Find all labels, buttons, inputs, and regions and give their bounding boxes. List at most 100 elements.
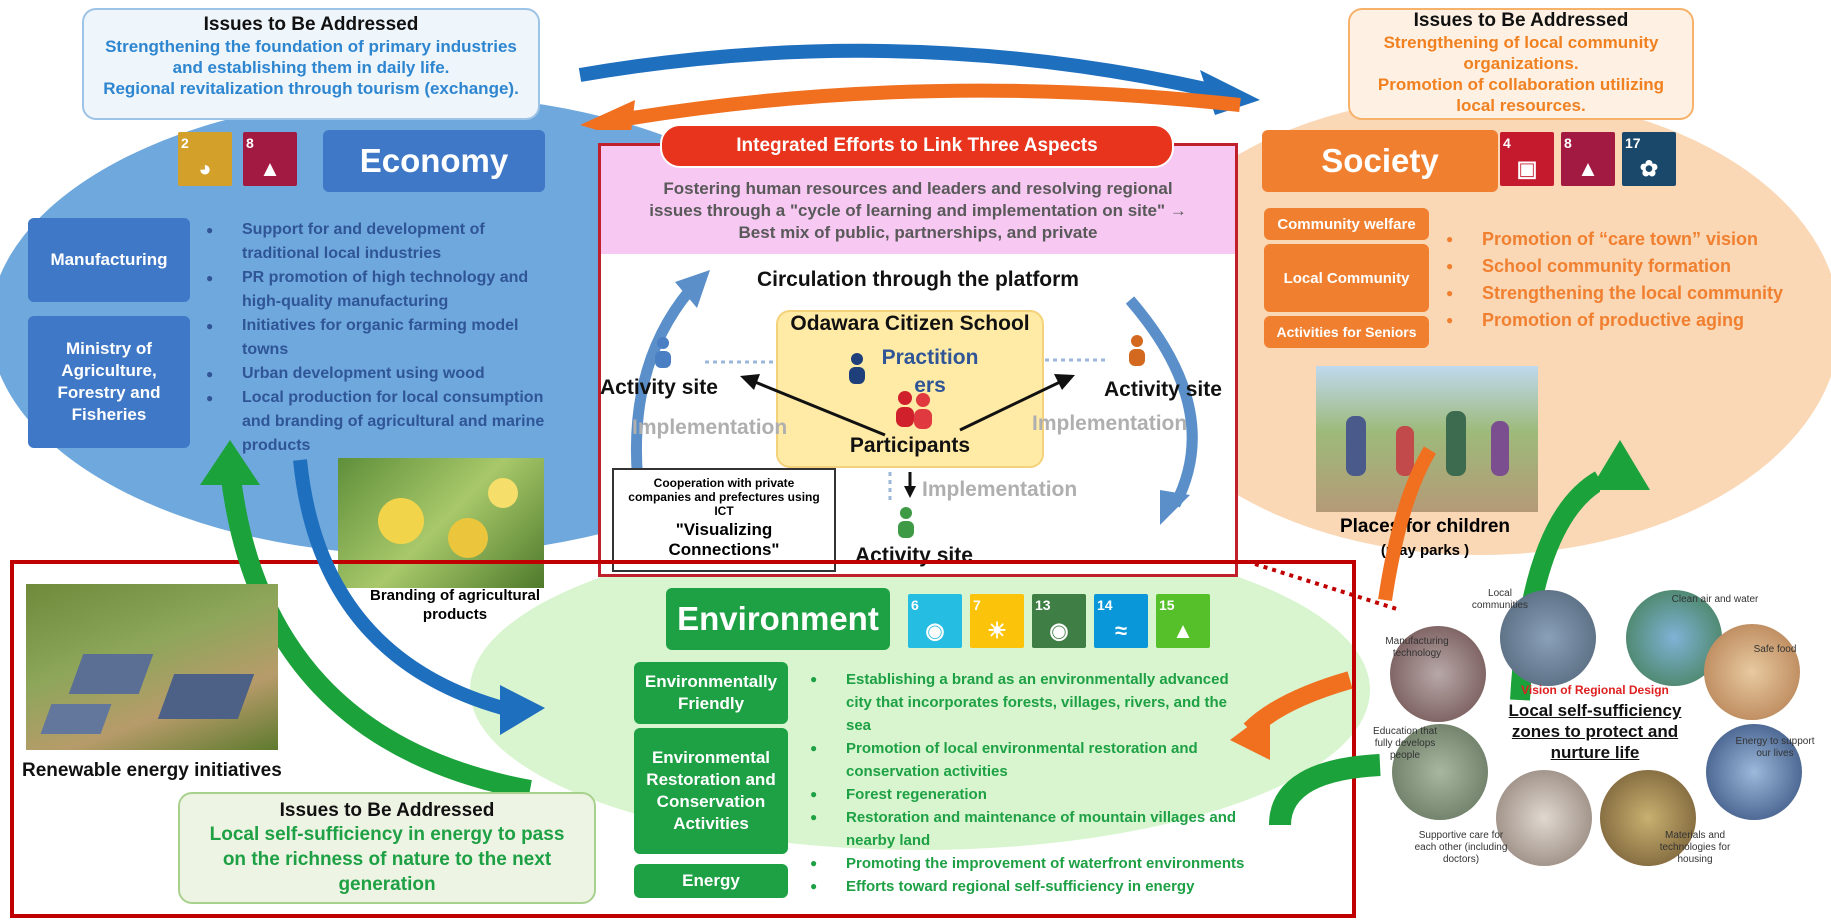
economy-issues-heading: Issues to Be Addressed [203,14,419,35]
economy-bullet-list: Support for and development oftraditiona… [206,218,596,458]
visualizing-connections: Connections" [668,540,780,559]
cooperation-text: Cooperation with private [653,476,795,490]
society-bullet: School community formation [1446,253,1826,280]
society-issue-line: Strengthening of local community [1383,33,1659,52]
sdg-6-clean-water-icon: 6◉ [908,594,962,648]
sdg-17-partnerships-icon: 17✿ [1622,132,1676,186]
category-manufacturing: Manufacturing [28,218,190,302]
society-bullet-list: Promotion of “care town” vision School c… [1446,226,1826,334]
center-description: Fostering human resources and leaders an… [649,179,1187,242]
citizen-school-title: Odawara Citizen School [790,312,1030,335]
safe-food-photo [1704,624,1800,720]
economy-title: Economy [323,130,545,192]
society-issue-line: local resources. [1456,96,1586,115]
environment-issue-line: on the richness of nature to the next [222,849,552,870]
citizen-school-box [776,310,1044,468]
children-play-photo [1316,366,1538,512]
education-photo [1392,724,1488,820]
society-issue-line: Promotion of collaboration utilizing [1377,75,1665,94]
category-agriculture-ministry: Ministry of Agriculture, Forestry and Fi… [28,316,190,448]
society-issues-box: Issues to Be Addressed Strengthening of … [1348,8,1694,120]
economy-bullet: Urban development using wood [206,362,596,386]
citrus-photo [338,458,544,588]
sdg-8-decent-work-icon: 8▲ [243,132,297,186]
arrowhead-icon [675,270,710,308]
category-community-welfare: Community welfare [1264,208,1429,240]
sdg-2-zero-hunger-icon: 2◕ [178,132,232,186]
cooperation-ict-box: Cooperation with private companies and p… [612,468,836,572]
environment-bullet: Establishing a brand as an environmental… [810,668,1280,737]
participant-arrows [740,374,1075,498]
local-communities-photo [1500,590,1596,686]
category-environmental-restoration: Environmental Restoration and Conservati… [634,728,788,854]
activity-person-icon [1126,334,1148,371]
cooperation-text: ICT [714,504,734,518]
activity-person-icon [895,506,917,543]
environment-issues-box: Issues to Be Addressed Local self-suffic… [178,792,596,904]
economy-issues-box: Issues to Be Addressed Strengthening the… [82,8,540,120]
participants-group-icon [893,390,935,435]
solar-farm-photo [26,584,278,750]
green-arrowhead-icon [200,440,260,485]
supportive-care-photo [1496,770,1592,866]
economy-bullet: Initiatives for organic farming modeltow… [206,314,596,362]
children-photo-caption: Places for children [1339,516,1510,537]
category-activities-for-seniors: Activities for Seniors [1264,316,1429,348]
children-photo-caption-sub: (play parks ) [1380,542,1470,559]
integrated-efforts-banner: Integrated Efforts to Link Three Aspects [660,124,1174,168]
energy-photo [1706,724,1802,820]
environment-issue-line: Local self-sufficiency in energy to pass [209,824,565,845]
implementation-right: Implementation [1032,412,1188,435]
society-issues-heading: Issues to Be Addressed [1413,10,1629,31]
environment-bullet: Promotion of local environmental restora… [810,737,1280,783]
society-issue-line: organizations. [1463,54,1579,73]
sdg-7-clean-energy-icon: 7☀ [970,594,1024,648]
society-bullet: Strengthening the local community [1446,280,1826,307]
sdg-15-life-on-land-icon: 15▲ [1156,594,1210,648]
cycle-arrows [578,43,1260,130]
environment-bullet: Efforts toward regional self-sufficiency… [810,875,1280,898]
visualizing-connections: "Visualizing [675,520,773,539]
society-bullet: Promotion of “care town” vision [1446,226,1826,253]
economy-issue-line: and establishing them in daily life. [172,58,450,77]
category-energy: Energy [634,864,788,898]
renewable-energy-caption: Renewable energy initiatives [22,760,282,781]
activity-site-left: Activity site [600,376,718,399]
arrowhead-icon [1160,490,1190,525]
environment-bullet: Forest regeneration [810,783,1280,806]
circulation-title: Circulation through the platform [757,268,1079,291]
environment-frame [10,560,1356,918]
activity-site-right: Activity site [1104,378,1222,401]
participants-label: Participants [849,434,971,457]
economy-bullet: Local production for local consumptionan… [206,386,596,458]
manufacturing-photo [1390,626,1486,722]
implementation-bottom: Implementation [922,478,1078,501]
category-local-community: Local Community [1264,244,1429,312]
society-title: Society [1262,130,1498,192]
economy-bullet: Support for and development oftraditiona… [206,218,596,266]
sdg-8-decent-work-icon: 8▲ [1561,132,1615,186]
orange-arrowhead-icon [580,100,635,130]
environment-bullet: Restoration and maintenance of mountain … [810,806,1280,852]
category-environmentally-friendly: Environmentally Friendly [634,662,788,724]
sdg-13-climate-action-icon: 13◉ [1032,594,1086,648]
environment-issue-line: generation [338,874,436,895]
vision-caption: Clean air and water [1671,594,1759,605]
sdg-14-life-below-water-icon: 14≈ [1094,594,1148,648]
practitioner-person-icon [846,352,868,389]
environment-bullet-list: Establishing a brand as an environmental… [810,668,1280,898]
vision-caption: Safe food [1753,644,1797,655]
economy-issue-line: Strengthening the foundation of primary … [105,37,517,56]
environment-issues-heading: Issues to Be Addressed [279,800,495,821]
environment-title: Environment [666,588,890,650]
economy-bullet: PR promotion of high technology andhigh-… [206,266,596,314]
